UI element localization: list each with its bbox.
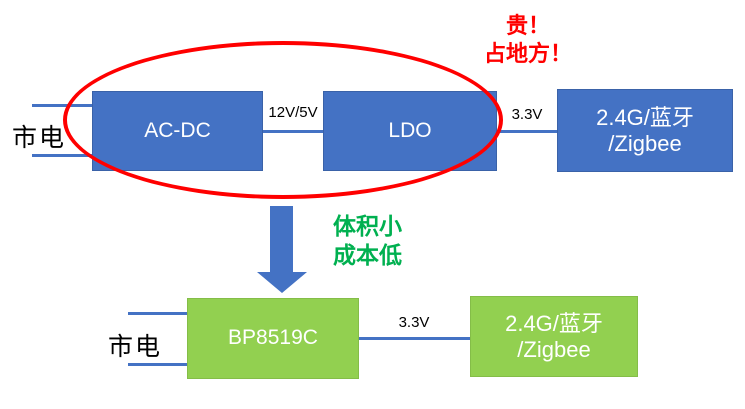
bottom-wireless-box: 2.4G/蓝牙 /Zigbee bbox=[470, 296, 638, 377]
bottom-mains-label: 市电 bbox=[108, 333, 163, 361]
top-wireless-label-line2: /Zigbee bbox=[608, 130, 682, 156]
ldo-wireless-voltage-label: 3.3V bbox=[511, 106, 543, 123]
bottom-wireless-label-line2: /Zigbee bbox=[517, 336, 591, 362]
expensive-annotation-line1: 贵！ bbox=[505, 13, 550, 38]
benefit-annotation: 体积小 成本低 bbox=[333, 212, 402, 270]
down-arrow-head-icon bbox=[257, 272, 307, 293]
bottom-wireless-label-line1: 2.4G/蓝牙 bbox=[505, 310, 603, 336]
emphasis-ellipse bbox=[63, 41, 503, 199]
expensive-annotation-line2: 占地方！ bbox=[483, 41, 572, 66]
ldo-wireless-wire bbox=[497, 130, 557, 133]
chip-wireless-voltage-label: 3.3V bbox=[398, 314, 430, 331]
top-wireless-box: 2.4G/蓝牙 /Zigbee bbox=[557, 89, 733, 172]
benefit-annotation-line1: 体积小 bbox=[333, 213, 402, 239]
top-mains-wire-upper bbox=[32, 104, 93, 107]
down-arrow-icon bbox=[270, 206, 293, 272]
bottom-mains-wire-lower bbox=[128, 363, 187, 366]
top-mains-label: 市电 bbox=[12, 124, 67, 152]
top-wireless-label-line1: 2.4G/蓝牙 bbox=[596, 104, 694, 130]
bp8519c-box: BP8519C bbox=[187, 298, 359, 379]
bp8519c-box-label: BP8519C bbox=[228, 326, 318, 350]
benefit-annotation-line2: 成本低 bbox=[333, 242, 402, 268]
chip-wireless-wire bbox=[359, 337, 470, 340]
bottom-mains-wire-upper bbox=[128, 312, 187, 315]
top-mains-wire-lower bbox=[32, 154, 93, 157]
expensive-annotation: 贵！ 占地方！ bbox=[438, 12, 618, 68]
